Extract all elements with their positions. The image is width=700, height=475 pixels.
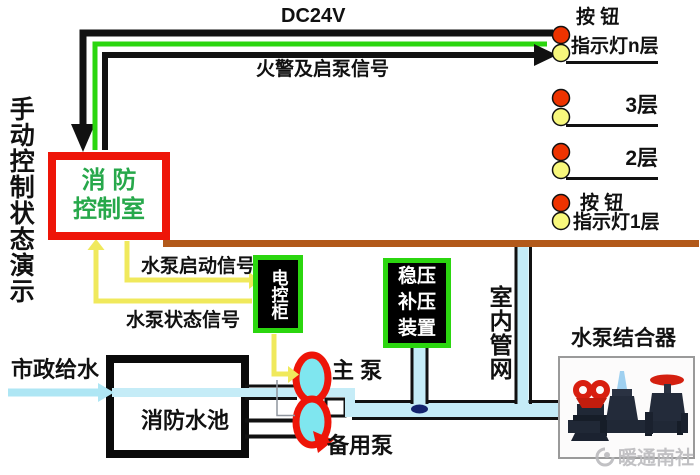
backup-pump-label: 备用泵	[327, 433, 394, 458]
municipal-water-label: 市政给水	[11, 357, 100, 382]
backup-pump-icon	[292, 395, 332, 449]
fire-pool-box	[106, 355, 249, 458]
electric-control-cabinet-box: 电控柜	[253, 255, 303, 333]
floor-n-lights	[551, 25, 658, 64]
fire-signal-label: 火警及启泵信号	[256, 59, 390, 80]
indicator-light-yellow-icon	[551, 43, 571, 63]
backup-pump-arrow-icon	[313, 431, 334, 453]
button-light-red-icon	[551, 193, 571, 213]
button-light-red-icon	[551, 142, 571, 162]
floor-3-label: 3层	[625, 94, 658, 117]
siamese-inlet-icon	[590, 380, 610, 400]
main-pump-icon	[292, 351, 332, 405]
indoor-network-pipe	[517, 246, 529, 404]
pump-status-signal-label: 水泵状态信号	[126, 310, 241, 331]
control-room-line2: 控制室	[73, 196, 145, 223]
fire-signal-wire	[102, 52, 536, 150]
floor-2-lights	[551, 142, 658, 180]
cabinet-label: 电控柜	[268, 268, 288, 320]
pipe-valve	[411, 404, 428, 414]
cabinet-control-arrow-icon	[288, 366, 299, 383]
pump-status-arrow-icon	[87, 239, 105, 250]
stabilizer-pipe	[413, 348, 426, 405]
floor-1-lights	[551, 193, 571, 231]
stabilizer-line1: 稳压	[397, 266, 436, 287]
indicator-light-yellow-icon	[551, 107, 571, 127]
green-wire	[92, 41, 547, 150]
floor-n-button-label: 按 钮	[576, 7, 620, 28]
fire-control-room-box: 消 防 控制室	[48, 152, 170, 240]
floor-3-lights	[551, 88, 658, 127]
right-arrow-icon	[534, 44, 557, 66]
municipal-water-flow	[8, 388, 100, 397]
brown-bus-line	[163, 240, 699, 247]
fire-pool-label: 消防水池	[141, 408, 230, 433]
water-flow-arrow-icon	[98, 383, 114, 402]
yellow-signal-paths	[87, 239, 299, 417]
pump-start-signal-label: 水泵启动信号	[141, 256, 256, 277]
floor-2-label: 2层	[625, 147, 658, 170]
watermark-logo-icon	[595, 447, 615, 466]
floor-1-button-label: 按 钮	[580, 193, 624, 214]
main-water-pipe	[345, 403, 562, 417]
floor-n-indicator-label: 指示灯n层	[571, 36, 659, 57]
down-arrow-icon	[71, 124, 95, 152]
indoor-network-label: 室内管网	[486, 285, 513, 381]
valve-handwheel-icon	[650, 374, 684, 386]
pump-coupler-photo	[558, 356, 695, 459]
dc24v-label: DC24V	[281, 5, 346, 27]
pump-coupler-label: 水泵结合器	[571, 327, 676, 350]
watermark: 暖通南社	[594, 443, 694, 470]
stabilizer-line2: 补压	[397, 292, 436, 313]
main-pump-label: 主 泵	[332, 358, 383, 383]
indicator-light-yellow-icon	[551, 211, 571, 231]
dc24v-wire	[79, 29, 553, 126]
floor-1-indicator-label: 指示灯1层	[573, 212, 660, 233]
stabilizer-line3: 装置	[397, 318, 436, 339]
button-light-red-icon	[551, 25, 571, 45]
indicator-light-yellow-icon	[551, 160, 571, 180]
watermark-text: 暖通南社	[618, 448, 695, 469]
control-room-line1: 消 防	[81, 167, 137, 195]
page-title: 手动控制状态演示	[6, 96, 35, 304]
pressure-stabilizer-box: 稳压 补压 装置	[383, 258, 451, 348]
button-light-red-icon	[551, 88, 571, 108]
